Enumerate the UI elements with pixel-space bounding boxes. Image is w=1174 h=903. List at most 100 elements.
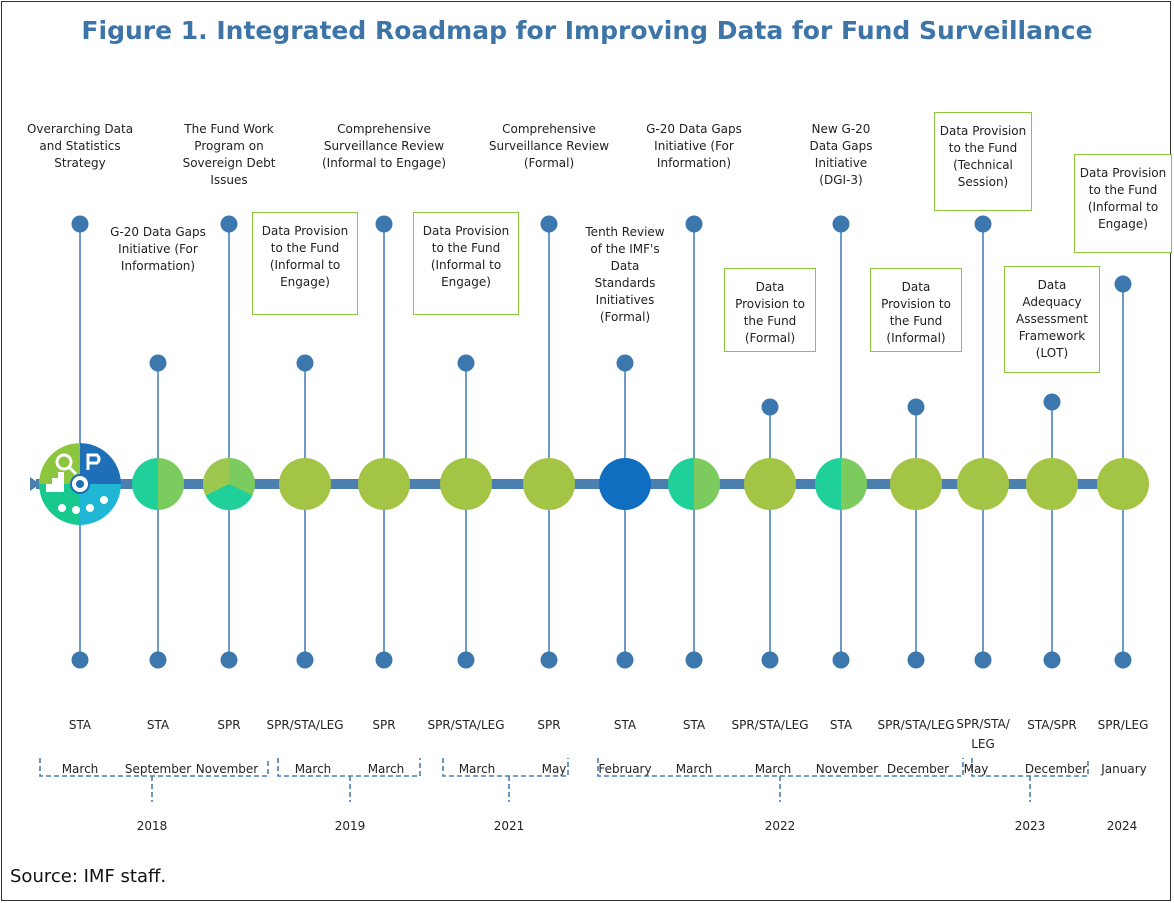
- event-node-right: [694, 458, 720, 510]
- event-department: SPR/LEG: [1097, 718, 1149, 732]
- event-month: March: [294, 762, 332, 776]
- event-bottom-dot: [220, 651, 238, 669]
- imf-seal-core-icon: [76, 480, 84, 488]
- event-top-dot: [540, 215, 558, 233]
- event-top-dot: [220, 215, 238, 233]
- year-bracket: [39, 758, 269, 777]
- event-label-box: Data Provision to the Fund (Informal to …: [1074, 154, 1172, 253]
- event-top-dot: [832, 215, 850, 233]
- event-department: STA: [613, 718, 637, 732]
- strategy-logo: [39, 443, 121, 525]
- event-node-left: [815, 458, 841, 510]
- event-department: SPR: [217, 718, 241, 732]
- magnifier-handle-icon: [67, 465, 78, 476]
- event-department: STA: [682, 718, 706, 732]
- event-bottom-dot: [540, 651, 558, 669]
- event-department: SPR/STA/LEG: [731, 718, 809, 732]
- event-label-box: Data Provision to the Fund (Informal to …: [252, 212, 358, 315]
- event-bottom-dot: [974, 651, 992, 669]
- event-month: February: [598, 762, 652, 776]
- event-node: [279, 458, 331, 510]
- event-label-box: Data Adequacy Assessment Framework (LOT): [1004, 266, 1100, 373]
- source-note: Source: IMF staff.: [10, 866, 167, 887]
- event-bottom-dot: [149, 651, 167, 669]
- event-department: SPR: [537, 718, 561, 732]
- year-label: 2021: [493, 819, 525, 833]
- event-month: January: [1101, 762, 1147, 776]
- year-label: 2022: [764, 819, 796, 833]
- event-label: Comprehensive Surveillance Review (Forma…: [488, 122, 610, 170]
- event-bottom-dot: [71, 651, 89, 669]
- event-department: SPR: [372, 718, 396, 732]
- event-bottom-dot: [832, 651, 850, 669]
- people-icon-3: [86, 504, 94, 512]
- event-top-dot: [1114, 275, 1132, 293]
- event-month: March: [458, 762, 496, 776]
- event-bottom-dot: [375, 651, 393, 669]
- people-icon-2: [72, 506, 80, 514]
- logo-quadrant-magnifier: [39, 443, 80, 484]
- event-label-box: Data Provision to the Fund (Technical Se…: [934, 112, 1032, 211]
- event-top-dot: [149, 354, 167, 372]
- magnifier-icon: [55, 453, 73, 471]
- event-label: Comprehensive Surveillance Review (Infor…: [322, 122, 447, 170]
- event-bottom-dot: [907, 651, 925, 669]
- event-label: Overarching Data and Statistics Strategy: [26, 122, 134, 170]
- year-bracket: [277, 758, 421, 777]
- event-department: STA: [829, 718, 853, 732]
- event-month: December: [1024, 762, 1088, 776]
- year-label: 2018: [136, 819, 168, 833]
- event-month: May: [541, 762, 567, 776]
- stairs-icon: [46, 472, 64, 492]
- event-node-right: [158, 458, 184, 510]
- event-node-left: [132, 458, 158, 510]
- year-label: 2024: [1106, 819, 1138, 833]
- event-month: March: [61, 762, 99, 776]
- event-bottom-dot: [1114, 651, 1132, 669]
- event-node: [440, 458, 492, 510]
- event-top-dot: [1043, 393, 1061, 411]
- brackets-layer: [39, 758, 1089, 802]
- event-bottom-dot: [1043, 651, 1061, 669]
- event-bottom-dot: [457, 651, 475, 669]
- event-month: March: [754, 762, 792, 776]
- figure-title: Figure 1. Integrated Roadmap for Improvi…: [81, 16, 1093, 45]
- event-bottom-dot: [685, 651, 703, 669]
- logo-quadrant-stairs: [39, 484, 80, 525]
- event-top-dot: [71, 215, 89, 233]
- event-node: [599, 458, 651, 510]
- event-label: New G-20 Data Gaps Initiative (DGI-3): [809, 122, 873, 187]
- event-node: [1026, 458, 1078, 510]
- event-node-sector-2: [202, 457, 229, 496]
- event-top-dot: [685, 215, 703, 233]
- event-label: G-20 Data Gaps Initiative (For Informati…: [646, 122, 742, 170]
- event-label-box: Data Provision to the Fund (Formal): [724, 268, 816, 352]
- event-top-dot: [907, 398, 925, 416]
- year-label: 2023: [1014, 819, 1046, 833]
- event-top-dot: [761, 398, 779, 416]
- event-node: [358, 458, 410, 510]
- people-icon-4: [100, 496, 108, 504]
- event-department: SPR/STA/LEG: [877, 718, 955, 732]
- event-month: May: [963, 762, 989, 776]
- event-node-left: [668, 458, 694, 510]
- event-bottom-dot: [296, 651, 314, 669]
- event-department: SPR/STA/LEG: [956, 717, 1010, 751]
- event-month: March: [367, 762, 405, 776]
- event-label: The Fund Work Program on Sovereign Debt …: [182, 122, 276, 187]
- event-node: [957, 458, 1009, 510]
- stems-layer: [71, 215, 1132, 669]
- event-month: September: [124, 762, 192, 776]
- event-department: STA/SPR: [1027, 718, 1077, 732]
- timeline-arrow-icon: [30, 477, 40, 491]
- people-icon: [58, 504, 66, 512]
- timeline-bar: [36, 479, 1138, 489]
- year-bracket: [442, 758, 569, 777]
- flag-icon: [86, 453, 101, 470]
- event-node-right: [841, 458, 867, 510]
- event-month: November: [815, 762, 879, 776]
- event-node: [890, 458, 942, 510]
- event-month: December: [886, 762, 950, 776]
- event-month: November: [195, 762, 259, 776]
